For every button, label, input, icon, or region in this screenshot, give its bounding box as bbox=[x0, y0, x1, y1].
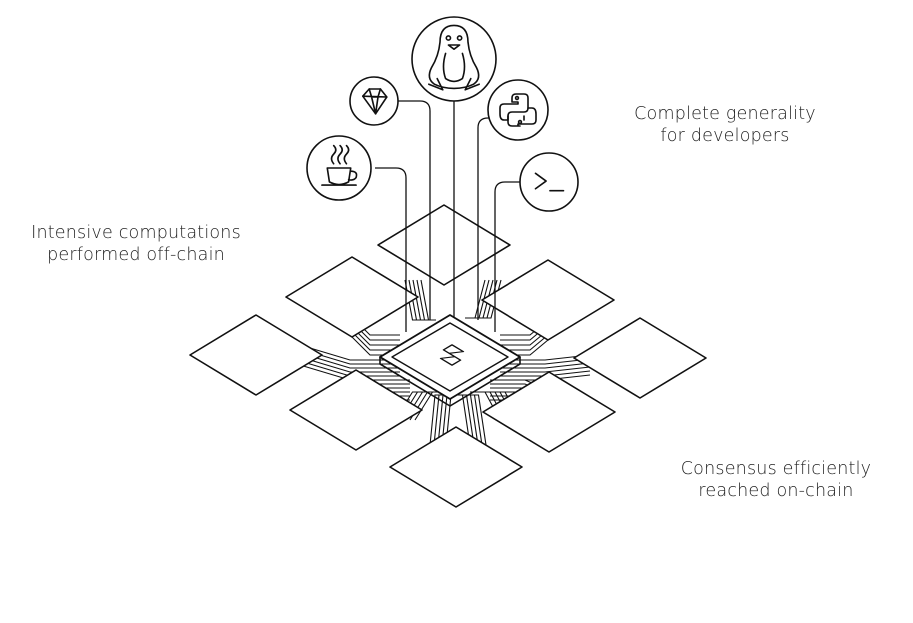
chip-edge bbox=[379, 357, 521, 407]
connection-wire bbox=[494, 181, 526, 332]
linux-icon bbox=[411, 16, 497, 102]
connection-wire bbox=[477, 117, 491, 320]
caption-developers-line-2: for developers bbox=[660, 126, 790, 146]
node-tile bbox=[285, 256, 419, 338]
circuit-trace bbox=[471, 394, 487, 446]
cartesi-logo-icon bbox=[439, 344, 465, 366]
icon-connection-wires bbox=[375, 93, 526, 332]
caption-onchain: Consensus efficiently reached on-chain bbox=[640, 458, 912, 502]
node-tile bbox=[573, 317, 707, 399]
circuit-trace bbox=[500, 366, 591, 373]
circuit-trace bbox=[299, 356, 400, 373]
ruby-icon bbox=[349, 76, 399, 126]
circuit-trace bbox=[420, 279, 436, 321]
caption-offchain: Intensive computations performed off-cha… bbox=[0, 222, 272, 266]
python-icon bbox=[487, 79, 549, 141]
caption-onchain-line-2: reached on-chain bbox=[698, 481, 854, 501]
connection-wire bbox=[397, 100, 431, 320]
circuit-trace bbox=[429, 394, 440, 446]
caption-developers-line-1: Complete generality bbox=[634, 104, 816, 124]
node-tile bbox=[481, 259, 615, 341]
circuit-trace bbox=[500, 362, 591, 369]
node-tile bbox=[289, 369, 423, 451]
connection-wire bbox=[375, 167, 407, 332]
caption-developers: Complete generality for developers bbox=[600, 103, 850, 147]
terminal-icon bbox=[519, 152, 579, 212]
node-tile bbox=[482, 371, 616, 453]
language-icons bbox=[306, 16, 579, 212]
caption-onchain-line-1: Consensus efficiently bbox=[680, 459, 872, 479]
circuit-trace bbox=[465, 279, 486, 319]
java-icon bbox=[306, 135, 372, 201]
central-chip bbox=[379, 314, 521, 407]
node-tile bbox=[189, 314, 323, 396]
caption-offchain-line-2: performed off-chain bbox=[47, 245, 225, 265]
circuit-trace bbox=[500, 358, 591, 365]
caption-offchain-line-1: Intensive computations bbox=[31, 223, 241, 243]
node-tile bbox=[389, 426, 523, 508]
node-tile bbox=[377, 204, 511, 286]
node-tiles bbox=[189, 204, 707, 508]
